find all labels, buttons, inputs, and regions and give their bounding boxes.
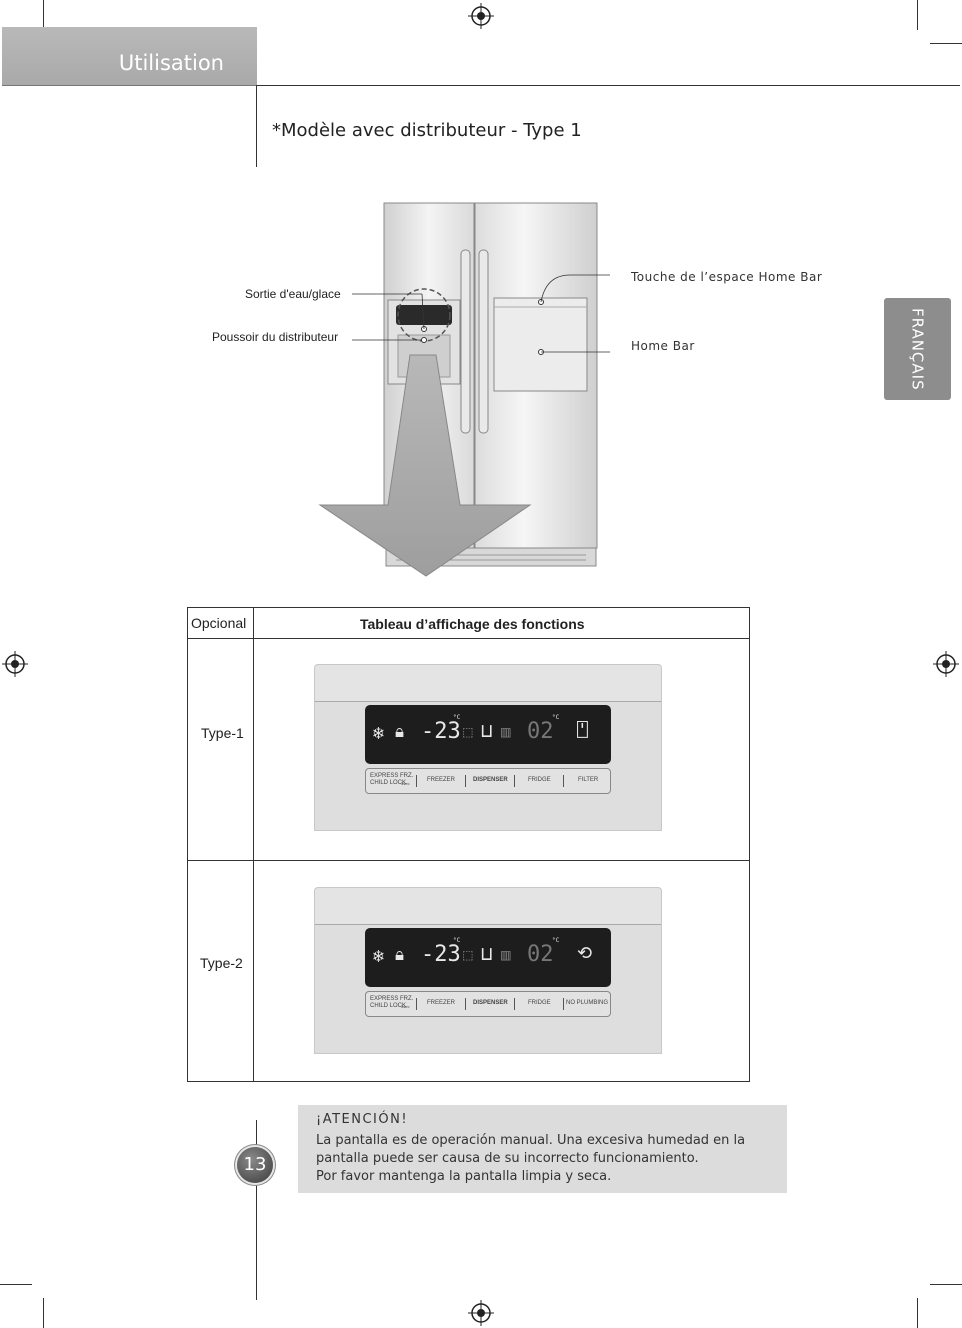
notice-line: pantalla puede ser causa de su incorrect… — [316, 1151, 699, 1166]
panel-top-strip — [315, 888, 661, 925]
margin-rule — [256, 85, 257, 167]
refrigerator-illustration — [318, 202, 610, 577]
notice-box — [298, 1105, 787, 1193]
table-header-title: Tableau d’affichage des fonctions — [360, 616, 585, 632]
button-strip: EXPRESS FRZ. CHILD LOCK 3sec FREEZER DIS… — [365, 991, 611, 1017]
notice-line: La pantalla es de operación manual. Una … — [316, 1133, 746, 1148]
registration-mark-icon — [933, 651, 959, 677]
margin-rule — [256, 1120, 257, 1300]
home-bar-touch-label: Touche de l’espace Home Bar — [631, 270, 823, 284]
no-plumbing-icon: ⟲ — [577, 943, 593, 964]
notice-line: Por favor mantenga la pantalla limpia y … — [316, 1169, 612, 1184]
temperature-unit: °C — [552, 937, 560, 944]
dispenser-pusher-label: Poussoir du distributeur — [212, 330, 339, 344]
table-header-optional: Opcional — [191, 615, 247, 631]
crop-mark — [917, 1298, 918, 1328]
notice-body: La pantalla es de operación manual. Una … — [316, 1132, 776, 1186]
crop-mark — [43, 0, 44, 30]
express-freeze-icon: ❄ — [373, 946, 384, 967]
control-panel-type2: ❄ 🔒︎ -23 °C ⬚ ⊔ ▥ 02 °C ⟲ EXPRESS FRZ. C… — [314, 887, 662, 1054]
child-lock-duration: 3sec — [401, 781, 410, 786]
button-separator — [416, 998, 417, 1010]
filter-button[interactable]: FILTER — [578, 777, 599, 783]
lock-icon: 🔒︎ — [395, 945, 405, 965]
no-plumbing-button[interactable]: NO PLUMBING — [566, 1000, 609, 1006]
child-lock-duration: 3sec — [401, 1004, 410, 1009]
ice-cube-icon: ⬚ — [463, 945, 473, 964]
button-separator — [563, 775, 564, 787]
temperature-unit: °C — [453, 714, 461, 721]
button-separator — [416, 775, 417, 787]
crop-mark — [930, 1284, 962, 1285]
lcd-display: ❄ 🔒︎ -23 °C ⬚ ⊔ ▥ 02 °C ⍞ — [365, 705, 611, 764]
crop-mark — [917, 0, 918, 30]
control-panel-type1: ❄ 🔒︎ -23 °C ⬚ ⊔ ▥ 02 °C ⍞ EXPRESS FRZ. C… — [314, 664, 662, 831]
table-column-rule — [253, 607, 254, 1082]
table-header-rule — [187, 638, 750, 639]
express-freeze-button[interactable]: EXPRESS FRZ. — [370, 773, 414, 779]
crushed-ice-icon: ▥ — [501, 945, 511, 964]
dispenser-button[interactable]: DISPENSER — [473, 777, 508, 783]
language-tab-label: FRANÇAIS — [908, 307, 927, 391]
freezer-button[interactable]: FREEZER — [427, 1000, 456, 1006]
button-separator — [465, 998, 466, 1010]
header-rule — [257, 85, 960, 86]
temperature-unit: °C — [552, 714, 560, 721]
crushed-ice-icon: ▥ — [501, 722, 511, 741]
lcd-display: ❄ 🔒︎ -23 °C ⬚ ⊔ ▥ 02 °C ⟲ — [365, 928, 611, 987]
freezer-temperature: -23 — [421, 942, 461, 967]
fridge-temperature: 02 — [527, 942, 554, 967]
express-freeze-icon: ❄ — [373, 723, 384, 744]
registration-mark-icon — [2, 651, 28, 677]
child-lock-button[interactable]: CHILD LOCK — [370, 780, 407, 786]
child-lock-button[interactable]: CHILD LOCK — [370, 1003, 407, 1009]
freezer-temperature: -23 — [421, 719, 461, 744]
crop-mark — [0, 1284, 32, 1285]
button-separator — [465, 775, 466, 787]
lock-icon: 🔒︎ — [395, 722, 405, 742]
registration-mark-icon — [468, 1300, 494, 1326]
filter-icon: ⍞ — [577, 720, 588, 741]
home-bar-label: Home Bar — [631, 339, 695, 353]
button-strip: EXPRESS FRZ. CHILD LOCK 3sec FREEZER DIS… — [365, 768, 611, 794]
language-tab — [884, 298, 951, 400]
crop-mark — [930, 43, 962, 44]
page-title: Utilisation — [118, 51, 224, 75]
registration-mark-icon — [468, 3, 494, 29]
panel-top-strip — [315, 665, 661, 702]
button-separator — [563, 998, 564, 1010]
table-row-label: Type-2 — [200, 955, 243, 971]
express-freeze-button[interactable]: EXPRESS FRZ. — [370, 996, 414, 1002]
section-subtitle: *Modèle avec distributeur - Type 1 — [272, 120, 582, 141]
dispenser-button[interactable]: DISPENSER — [473, 1000, 508, 1006]
page-number: 13 — [237, 1147, 273, 1183]
table-row-label: Type-1 — [201, 725, 244, 741]
crop-mark — [43, 1298, 44, 1328]
header-banner — [2, 27, 257, 85]
temperature-unit: °C — [453, 937, 461, 944]
button-separator — [514, 775, 515, 787]
header-rule — [2, 85, 257, 86]
fridge-temperature: 02 — [527, 719, 554, 744]
water-ice-outlet-label: Sortie d'eau/glace — [245, 287, 341, 301]
cup-icon: ⊔ — [481, 720, 493, 742]
table-row-rule — [187, 860, 750, 861]
fridge-button[interactable]: FRIDGE — [528, 1000, 551, 1006]
freezer-button[interactable]: FREEZER — [427, 777, 456, 783]
notice-heading: ¡ATENCIÓN! — [316, 1112, 409, 1127]
ice-cube-icon: ⬚ — [463, 722, 473, 741]
function-display-table — [187, 607, 750, 1082]
cup-icon: ⊔ — [481, 943, 493, 965]
button-separator — [514, 998, 515, 1010]
fridge-button[interactable]: FRIDGE — [528, 777, 551, 783]
